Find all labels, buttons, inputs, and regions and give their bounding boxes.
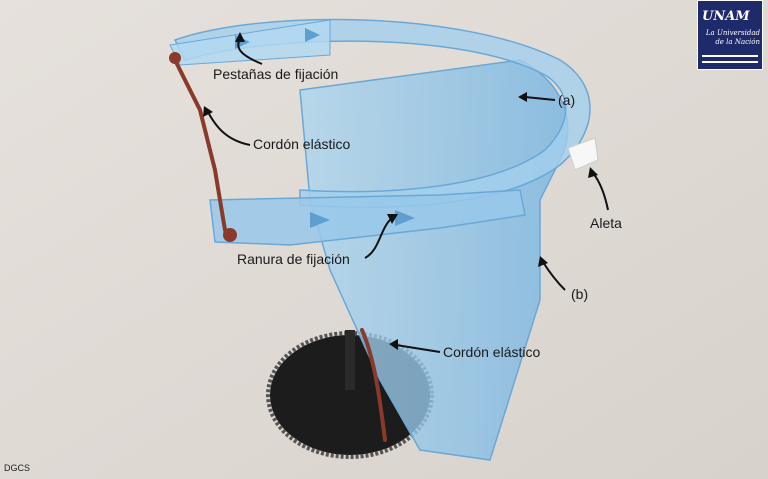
arrowhead-cordon-bottom	[389, 339, 398, 350]
arrowhead-ranura	[387, 214, 398, 224]
arrowhead-aleta	[588, 167, 598, 178]
arrowhead-pestanas	[235, 32, 245, 42]
stand-post	[345, 330, 355, 390]
label-cordon-top: Cordón elástico	[253, 136, 351, 152]
arrowhead-b	[538, 256, 548, 267]
cord-knot-top	[169, 52, 181, 64]
arrow-cordon-top	[207, 111, 251, 146]
arrow-cordon-bottom	[395, 344, 441, 353]
arrow-ranura	[364, 217, 393, 259]
photo-credit: DGCS	[4, 463, 31, 473]
label-cordon-bottom: Cordón elástico	[443, 344, 541, 360]
label-a: (a)	[558, 92, 576, 108]
logo-sub-text: La Universidad de la Nación	[705, 29, 760, 46]
arrow-a	[524, 96, 556, 101]
elastic-cord-top	[173, 58, 227, 232]
arrowhead-cordon-top	[203, 106, 213, 117]
cord-knot-mid	[223, 228, 237, 242]
elastic-cord-bottom	[360, 328, 387, 442]
label-pestanas: Pestañas de fijación	[213, 66, 339, 82]
fixing-slot-2	[310, 212, 330, 228]
headband-front	[209, 189, 526, 246]
fin	[567, 137, 599, 171]
fixing-slot	[395, 210, 415, 226]
label-b: (b)	[571, 286, 589, 302]
fixing-tab-2	[305, 28, 320, 42]
unam-logo: UNAM La Universidad de la Nación	[697, 0, 763, 70]
logo-main-text: UNAM	[702, 9, 750, 24]
label-aleta: Aleta	[590, 215, 622, 231]
label-ranura: Ranura de fijación	[237, 251, 350, 267]
logo-bar-inner	[702, 57, 758, 61]
arrowhead-a	[518, 92, 527, 102]
